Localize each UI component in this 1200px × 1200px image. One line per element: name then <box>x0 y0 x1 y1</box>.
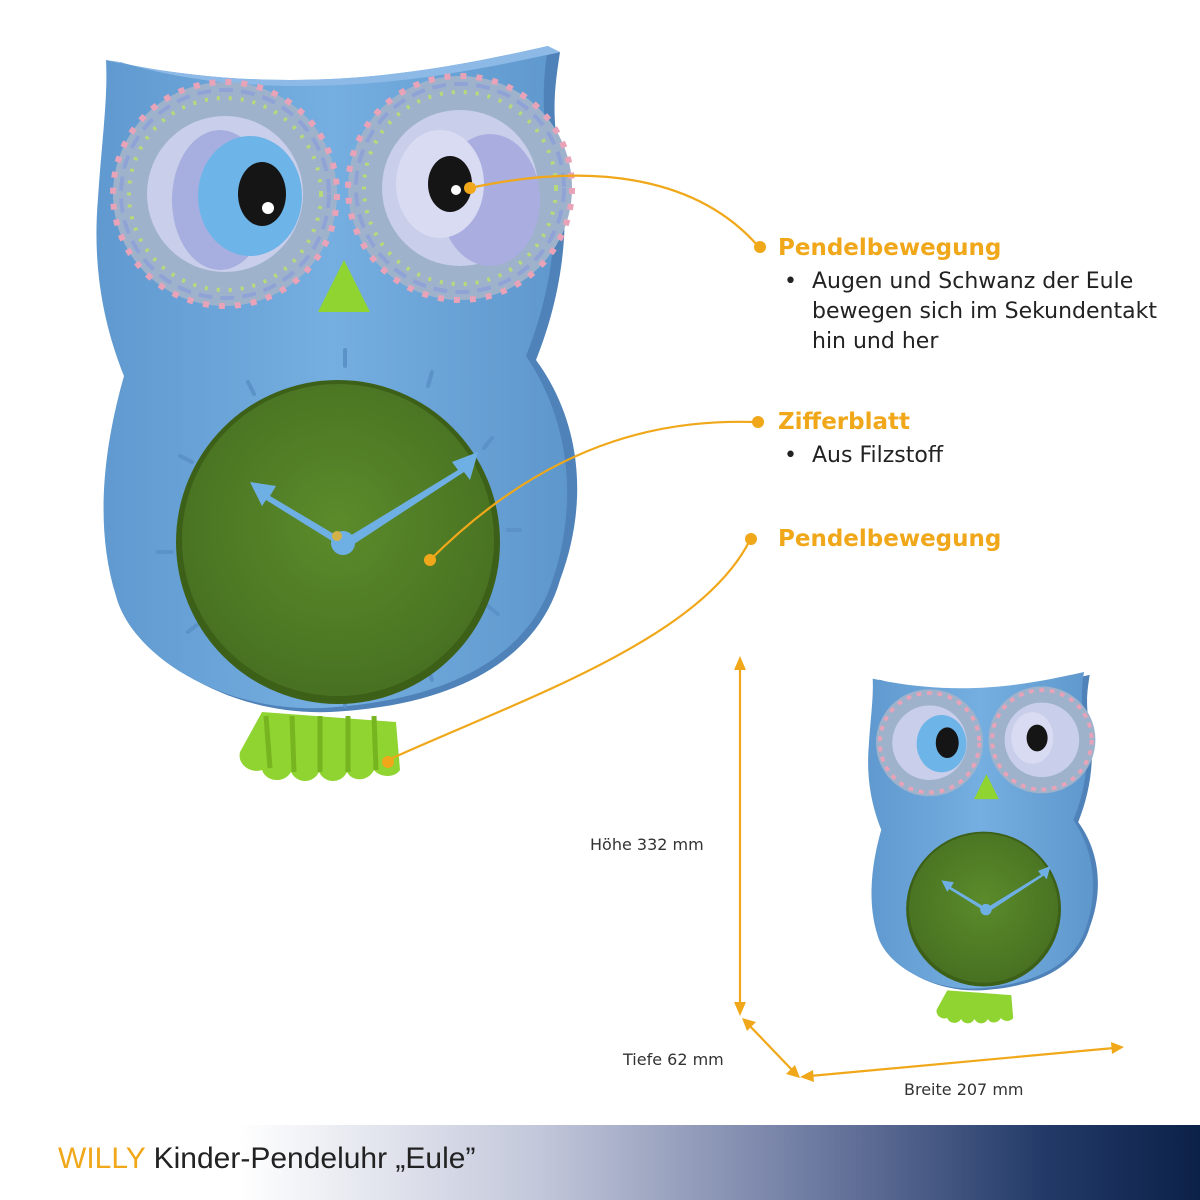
owl-clock-large <box>96 46 578 781</box>
callout-leaders <box>387 174 759 762</box>
dimension-lines <box>734 656 1124 1082</box>
owl-left-eye <box>110 79 340 309</box>
footer-title: WILLY Kinder-Pendeluhr „Eule” <box>58 1142 475 1176</box>
callout-bullet: Aus Filzstoff <box>778 441 1178 471</box>
dimension-depth-label: Tiefe 62 mm <box>623 1050 724 1069</box>
dimension-width-label: Breite 207 mm <box>904 1080 1024 1099</box>
owl-tail <box>239 712 400 781</box>
footer-banner: WILLY Kinder-Pendeluhr „Eule” <box>0 1125 1200 1200</box>
callout-bullets: Augen und Schwanz der Eule bewegen sich … <box>778 267 1178 357</box>
brand-name: WILLY <box>58 1142 146 1175</box>
owl-beak <box>318 260 370 312</box>
callout-dial: Zifferblatt Aus Filzstoff <box>778 407 1178 471</box>
clock-hands <box>250 452 478 555</box>
dimension-height-label: Höhe 332 mm <box>590 835 704 854</box>
callout-title: Pendelbewegung <box>778 235 1002 261</box>
owl-right-eye <box>345 73 575 303</box>
callout-bullet: Augen und Schwanz der Eule bewegen sich … <box>778 267 1178 357</box>
callout-bullets: Aus Filzstoff <box>778 441 1178 471</box>
callout-title: Zifferblatt <box>778 409 910 435</box>
product-title: Kinder-Pendeluhr „Eule” <box>153 1142 476 1175</box>
callout-tail: Pendelbewegung <box>778 524 1178 554</box>
callout-eyes: Pendelbewegung Augen und Schwanz der Eul… <box>778 233 1178 357</box>
callout-dots <box>382 182 766 768</box>
callout-title: Pendelbewegung <box>778 526 1002 552</box>
owl-clock-small <box>868 671 1098 1024</box>
